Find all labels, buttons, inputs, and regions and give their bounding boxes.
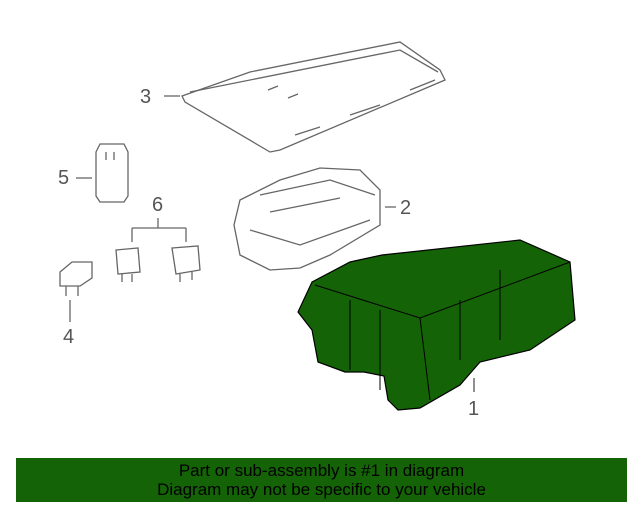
part-1-bracket-highlighted[interactable] xyxy=(297,239,576,411)
disclaimer-banner: Part or sub-assembly is #1 in diagram Di… xyxy=(16,458,627,502)
part-fuse-block-2[interactable] xyxy=(233,167,396,271)
banner-line-2: Diagram may not be specific to your vehi… xyxy=(157,480,486,499)
part-relay-5[interactable] xyxy=(76,143,129,203)
callout-6: 6 xyxy=(152,194,164,216)
callout-4: 4 xyxy=(63,326,75,348)
callout-1: 1 xyxy=(468,398,480,420)
part-relays-6[interactable] xyxy=(115,218,201,282)
callout-2: 2 xyxy=(400,197,412,219)
callout-5: 5 xyxy=(58,167,70,189)
callout-3: 3 xyxy=(140,86,152,108)
part-cover[interactable] xyxy=(164,41,446,153)
part-fuse-4[interactable] xyxy=(59,261,93,322)
banner-line-1: Part or sub-assembly is #1 in diagram xyxy=(178,461,465,480)
